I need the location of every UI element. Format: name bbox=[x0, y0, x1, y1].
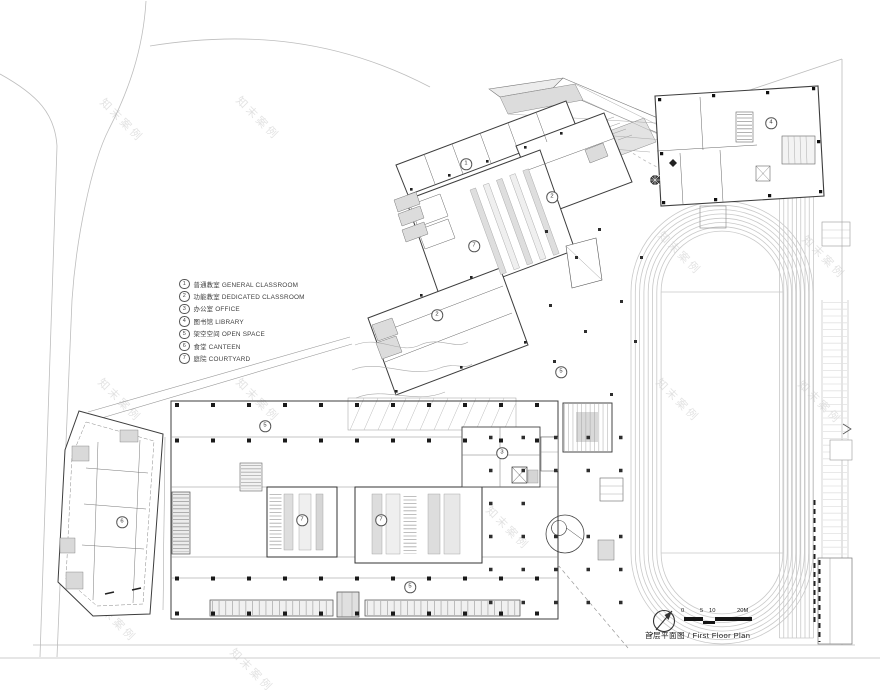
plan-number-label: 1 bbox=[460, 158, 472, 170]
walkway-crosshatch-band bbox=[347, 397, 517, 431]
flagpole bbox=[648, 173, 662, 187]
north-arrow-icon bbox=[650, 609, 676, 636]
plan-title: 首层平面图 / First Floor Plan bbox=[645, 630, 750, 641]
colonnade-shelters bbox=[209, 599, 521, 617]
plaza-structures bbox=[562, 237, 624, 561]
dedicated-classroom-block-south bbox=[367, 267, 529, 396]
title-block: 0 5 10 20M 首层平面图 / First Floor Plan bbox=[640, 600, 820, 650]
plan-number-label: 7 bbox=[296, 514, 308, 526]
scale-tick-label: 0 bbox=[681, 608, 685, 614]
east-retaining-structures bbox=[813, 221, 853, 645]
legend-number-circle: 1 bbox=[179, 278, 190, 290]
hall-hatched-bars bbox=[469, 168, 560, 275]
plan-number-label: 2 bbox=[431, 309, 443, 321]
plan-title-en: First Floor Plan bbox=[692, 631, 751, 640]
library-building bbox=[654, 85, 825, 229]
canteen-building bbox=[57, 410, 166, 617]
legend-label: 架空空间 OPEN SPACE bbox=[193, 331, 265, 339]
legend-number-circle: 7 bbox=[179, 353, 190, 364]
legend-label: 功能教室 DEDICATED CLASSROOM bbox=[193, 294, 305, 302]
column-diamond bbox=[669, 159, 677, 167]
entrance-gate-canopy bbox=[488, 77, 707, 161]
scale-tick-label: 10 bbox=[709, 608, 716, 614]
landscape-courtyard-paths bbox=[351, 341, 473, 399]
legend-label: 食堂 CANTEEN bbox=[193, 343, 241, 351]
legend-label: 图书馆 LIBRARY bbox=[193, 318, 244, 326]
slab-stairs bbox=[171, 462, 360, 618]
legend-number-circle: 5 bbox=[179, 328, 190, 339]
scale-tick-label: 5 bbox=[700, 608, 704, 614]
plan-title-zh: 首层平面图 bbox=[645, 631, 685, 640]
legend-number-circle: 3 bbox=[179, 303, 190, 315]
office-block bbox=[461, 426, 559, 488]
spiral-stair bbox=[545, 514, 585, 554]
plan-number-label: 5 bbox=[404, 581, 416, 593]
courtyard-east bbox=[354, 486, 483, 564]
plan-number-label: 5 bbox=[555, 366, 567, 378]
legend-label: 办公室 OFFICE bbox=[193, 306, 240, 314]
plan-number-label: 7 bbox=[468, 240, 480, 252]
site-boundary-lines bbox=[0, 0, 880, 659]
plan-title-sep: / bbox=[684, 631, 693, 640]
legend-number-circle: 6 bbox=[179, 340, 190, 352]
plan-number-label: 7 bbox=[375, 514, 387, 526]
legend-number-circle: 2 bbox=[179, 291, 190, 302]
running-track bbox=[630, 200, 814, 645]
legend-label: 普通教室 GENERAL CLASSROOM bbox=[193, 281, 299, 289]
scale-bar-segment bbox=[684, 617, 703, 621]
scale-tick-label: 20M bbox=[737, 608, 749, 614]
legend-number-circle: 4 bbox=[179, 316, 190, 327]
scale-bar-segment bbox=[715, 617, 752, 621]
plan-number-label: 3 bbox=[496, 447, 508, 459]
cluster-gray-rooms bbox=[371, 142, 609, 360]
plan-number-label: 2 bbox=[546, 191, 558, 203]
plan-number-label: 4 bbox=[765, 117, 777, 129]
legend-label: 庭院 COURTYARD bbox=[193, 356, 251, 364]
plan-number-label: 6 bbox=[116, 516, 128, 528]
scale-bar-segment bbox=[703, 620, 715, 624]
plan-number-label: 5 bbox=[259, 420, 271, 432]
